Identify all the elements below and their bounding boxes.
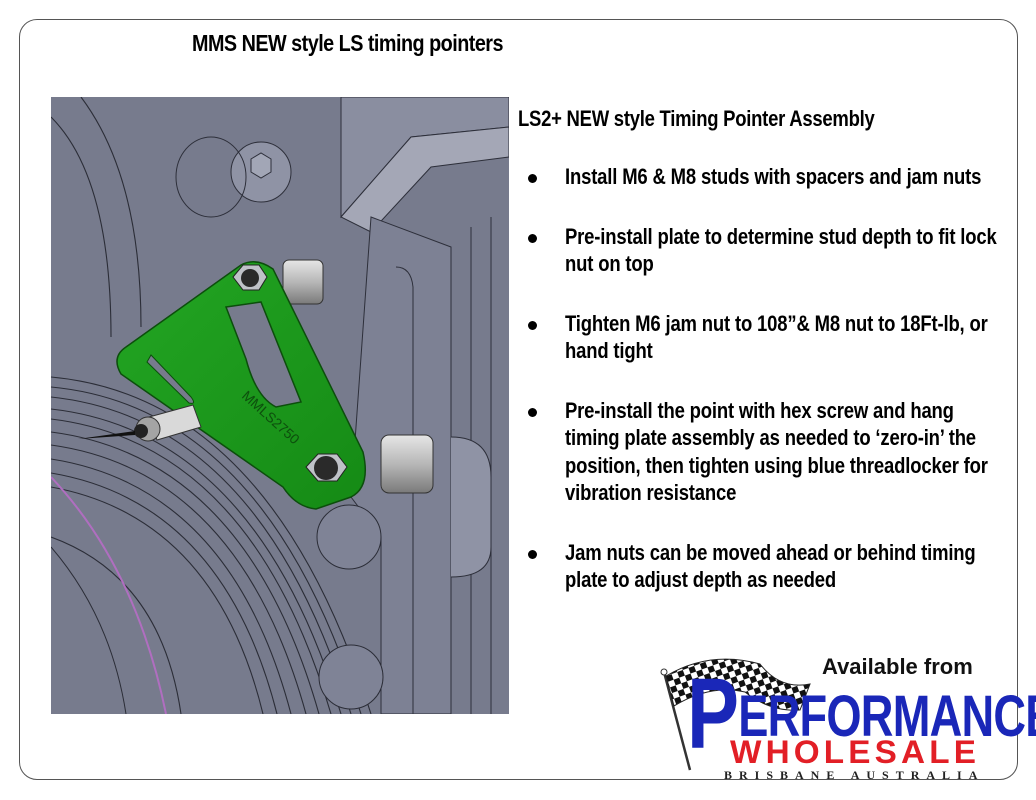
page-title: MMS NEW style LS timing pointers — [192, 30, 503, 56]
cad-render-image: MMLS2750 — [51, 97, 509, 714]
brand-wholesale: WHOLESALE — [730, 734, 981, 770]
brand-performance: PERFORMANCE — [687, 658, 1036, 770]
instruction-item: Install M6 & M8 studs with spacers and j… — [528, 163, 1018, 191]
engine-timing-cover-illustration: MMLS2750 — [51, 97, 509, 714]
instruction-item: Pre-install plate to determine stud dept… — [528, 223, 1018, 278]
instruction-item: Pre-install the point with hex screw and… — [528, 397, 1018, 507]
brand-location: BRISBANE AUSTRALIA — [724, 768, 985, 782]
bullet-icon — [528, 233, 537, 243]
bullet-icon — [528, 549, 537, 559]
checkered-flag-icon — [660, 658, 811, 771]
bullet-icon — [528, 320, 537, 330]
instruction-list: Install M6 & M8 studs with spacers and j… — [528, 163, 1018, 626]
instructions-heading: LS2+ NEW style Timing Pointer Assembly — [518, 106, 875, 131]
bullet-icon — [528, 407, 537, 417]
available-from-label: Available from — [822, 654, 973, 679]
timing-pointer-plate — [116, 261, 366, 510]
instruction-item: Tighten M6 jam nut to 108”& M8 nut to 18… — [528, 310, 1018, 365]
bullet-icon — [528, 174, 537, 183]
instruction-item: Jam nuts can be moved ahead or behind ti… — [528, 539, 1018, 594]
